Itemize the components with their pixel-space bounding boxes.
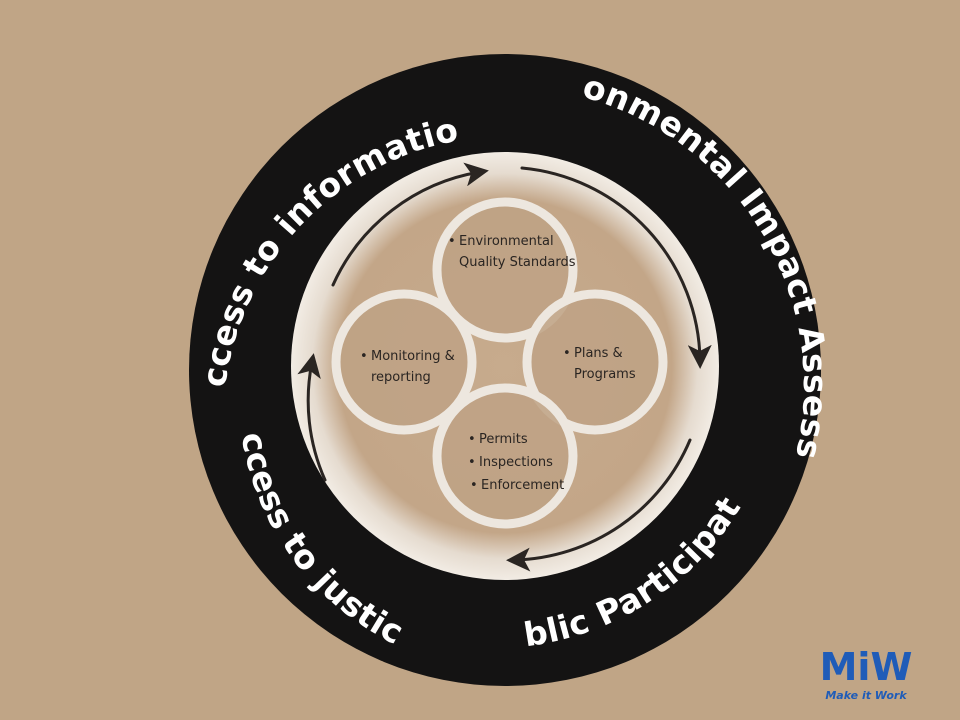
bullet: • [470,478,478,493]
bubble-bottom-line-2: Inspections [479,455,553,470]
bubble-bottom-line-3: Enforcement [481,478,564,493]
cycle-arrows [297,162,712,572]
arrow-right [520,166,712,369]
bubble-left-text: • Monitoring & reporting [360,349,455,385]
bubble-right-line-1: Plans & [574,346,623,361]
bubble-bottom [432,383,578,529]
arrow-top [331,162,489,287]
bubble-left-line-2: reporting [371,370,431,385]
inner-disc [291,152,719,580]
bubble-top-text: • Environmental Quality Standards [448,234,576,270]
bubble-bottom-text: • Permits • Inspections • Enforcement [468,432,564,493]
bubble-left-line-1: Monitoring & [371,349,455,364]
bubble-top-line-1: Environmental [459,234,554,249]
bullet: • [448,234,456,249]
bullet: • [360,349,368,364]
bubbles [331,197,668,529]
logo-tagline: Make it Work [825,689,907,702]
bullet: • [468,432,476,447]
logo-mark: MiW [820,645,913,689]
bubble-right-text: • Plans & Programs [563,346,636,382]
bullet: • [563,346,571,361]
bubble-top-line-2: Quality Standards [459,255,576,270]
bubble-left [331,289,477,435]
miw-logo: MiW Make it Work [820,645,913,702]
bubble-top [432,197,578,343]
bubble-right-line-2: Programs [574,367,636,382]
bubble-right [522,289,668,435]
bubble-bottom-line-1: Permits [479,432,528,447]
arrow-left [297,353,327,482]
arrow-bottom [506,438,692,572]
bullet: • [468,455,476,470]
